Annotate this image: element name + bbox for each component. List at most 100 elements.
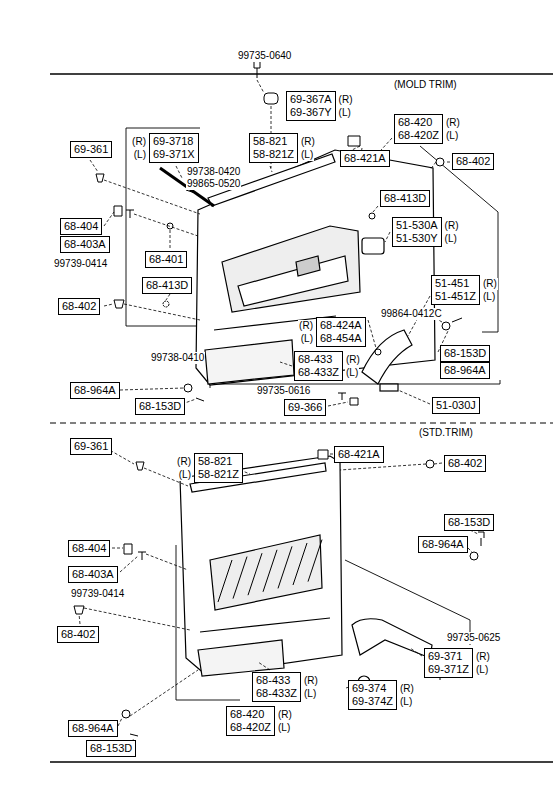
part-number: 68-433: [298, 353, 339, 366]
drawing-stroke: [270, 166, 272, 172]
fastener-number: 99735-0640: [237, 50, 292, 62]
part-number: 68-964A: [444, 364, 486, 377]
drawing-stroke: [136, 462, 144, 470]
part-number: 69-367Y: [290, 106, 332, 119]
drawing-stroke: [84, 608, 190, 630]
part-number: 68-454A: [320, 332, 362, 345]
drawing-stroke: [126, 128, 200, 326]
part-number-box: 68-413D: [380, 190, 430, 207]
part-number: 58-821Z: [253, 148, 294, 161]
part-number: 51-530A: [396, 219, 438, 232]
part-number-box: 68-402: [444, 455, 486, 472]
part-number-box: 58-82158-821Z: [249, 133, 298, 163]
drawing-stroke: [205, 340, 294, 384]
part-number-box: 68-964A: [70, 382, 120, 399]
part-number-box: 68-42068-420Z: [226, 706, 275, 736]
drawing-stroke: [196, 398, 204, 401]
part-number-box: 68-404: [68, 540, 110, 557]
part-number: 68-421A: [344, 152, 386, 165]
part-number: 68-424A: [320, 319, 362, 332]
drawing-stroke: [138, 552, 146, 560]
drawing-stroke: [222, 226, 360, 312]
part-number-box: 68-153D: [86, 740, 136, 757]
part-number: 69-371X: [153, 148, 195, 161]
drawing-stroke: [126, 210, 134, 218]
side-marker: (L): [338, 107, 352, 119]
part-number: 68-433Z: [256, 687, 297, 700]
part-number: 58-821: [253, 135, 294, 148]
drawing-stroke: [198, 640, 284, 676]
drawing-stroke: [380, 384, 398, 391]
drawing-stroke: [350, 398, 358, 405]
grille-slat: [263, 550, 277, 592]
drawing-stroke: [90, 160, 98, 172]
drawing-stroke: [50, 73, 553, 75]
drawing-stroke: [398, 390, 430, 404]
drawing-stroke: [426, 460, 434, 468]
drawing-stroke: [79, 614, 80, 624]
drawing-stroke: [104, 212, 114, 226]
drawing-stroke: [134, 214, 198, 236]
part-number: 58-821Z: [198, 468, 239, 481]
part-number: 51-530Y: [396, 232, 438, 245]
drawing-stroke: [328, 402, 348, 406]
drawing-stroke: [318, 450, 328, 459]
drawing-stroke: [264, 93, 278, 104]
drawing-stroke: [163, 301, 169, 307]
drawing-stroke: [375, 349, 381, 355]
part-number: 68-433: [256, 674, 297, 687]
drawing-stroke: [340, 464, 426, 470]
part-number-box: 68-421A: [340, 150, 390, 167]
drawing-stroke: [130, 670, 198, 716]
drawing-stroke: [184, 384, 192, 392]
drawing-stroke: [210, 380, 500, 388]
drawing-stroke: [328, 454, 333, 455]
part-number-box: 69-367A69-367Y: [286, 91, 336, 121]
grille-slats: [218, 540, 322, 602]
part-number: 51-451Z: [435, 290, 476, 303]
part-number: 68-433Z: [298, 366, 339, 379]
drawing-stroke: [373, 206, 378, 212]
part-number: 69-371: [428, 650, 469, 663]
part-number: 68-401: [149, 253, 183, 266]
fastener-number: 99864-0412C: [380, 308, 443, 320]
part-number-box: 69-371869-371X: [149, 133, 199, 163]
drawing-stroke: [352, 619, 432, 658]
side-marker: (R): [475, 651, 491, 663]
drawing-stroke: [430, 162, 436, 170]
drawing-stroke: [120, 388, 184, 390]
drawing-stroke: [436, 158, 444, 166]
drawing-stroke: [166, 294, 170, 300]
side-marker: (L): [277, 722, 291, 734]
drawing-stroke: [468, 548, 472, 552]
part-number: 68-153D: [448, 516, 490, 529]
part-number: 68-153D: [444, 347, 486, 360]
leader-lines: [79, 80, 478, 742]
part-number-box: 68-403A: [60, 236, 110, 253]
fastener-number: 99735-0625: [446, 632, 501, 644]
drawing-stroke: [238, 256, 348, 306]
part-number: 68-413D: [146, 279, 188, 292]
part-number-box: 68-403A: [68, 566, 118, 583]
part-number: 69-361: [74, 440, 108, 453]
part-number: 68-403A: [64, 238, 106, 251]
side-marker: (STD.TRIM): [418, 427, 474, 439]
drawing-stroke: [118, 718, 122, 726]
side-marker: (R): [482, 278, 498, 290]
side-marker: (R): [399, 683, 415, 695]
drawing-stroke: [434, 463, 442, 464]
drawing-stroke: [96, 174, 104, 182]
part-number-box: 68-421A: [334, 446, 384, 463]
drawing-stroke: [104, 304, 113, 306]
part-number: 68-402: [448, 457, 482, 470]
side-marker: (L): [399, 696, 413, 708]
drawing-stroke: [114, 300, 124, 308]
drawing-stroke: [146, 554, 188, 570]
part-number-box: 68-964A: [68, 720, 118, 737]
part-number-box: 68-43368-433Z: [252, 672, 301, 702]
drawing-stroke: [176, 166, 182, 178]
drawing-stroke: [385, 232, 390, 242]
part-number: 68-404: [64, 220, 98, 233]
side-marker: (R): [298, 320, 314, 332]
part-number-box: 68-401: [145, 251, 187, 268]
